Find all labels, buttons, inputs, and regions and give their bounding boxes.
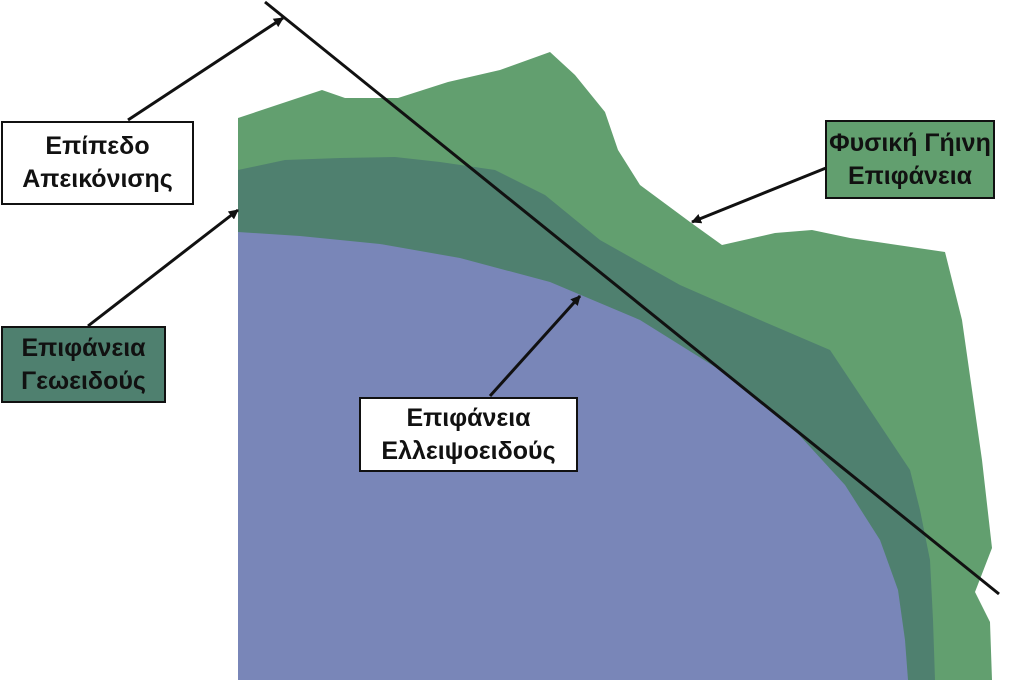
- plane-arrow: [127, 16, 284, 122]
- projection-plane-label: Επίπεδο Απεικόνισης: [1, 121, 194, 205]
- physical-surface-arrow: [691, 166, 827, 224]
- geoid-surface-label-line2: Γεωειδούς: [21, 366, 146, 395]
- geoid-surface-label-line1: Επιφάνεια: [21, 333, 146, 362]
- projection-plane-line: [264, 0, 1000, 596]
- projection-plane-label-line1: Επίπεδο: [45, 132, 150, 160]
- geoid-arrow: [87, 208, 239, 328]
- ellipsoid-surface-label-line2: Ελλειψοειδούς: [381, 436, 556, 465]
- ellipsoid-surface-label-line1: Επιφάνεια: [406, 403, 531, 432]
- geoid-surface-label: Επιφάνεια Γεωειδούς: [1, 326, 166, 403]
- ellipsoid-surface-label: Επιφάνεια Ελλειψοειδούς: [359, 397, 578, 472]
- ellipsoid-arrow: [488, 294, 582, 398]
- physical-surface-label-line1: Φυσική Γήινη: [829, 128, 991, 157]
- projection-plane-label-line2: Απεικόνισης: [22, 165, 173, 193]
- physical-surface-label: Φυσική Γήινη Επιφάνεια: [825, 120, 995, 199]
- physical-surface-label-line2: Επιφάνεια: [847, 161, 973, 190]
